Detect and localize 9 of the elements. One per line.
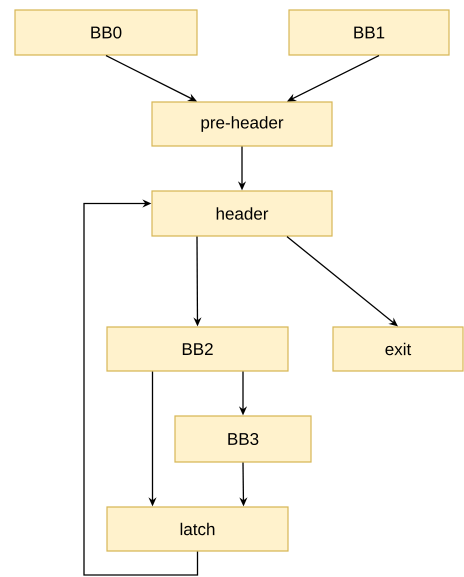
- process-box: latch: [106, 506, 289, 552]
- arrow: [83, 199, 198, 576]
- process-box: BB1: [288, 9, 450, 56]
- process-box: BB2: [106, 326, 289, 372]
- process-box: pre-header: [151, 101, 333, 147]
- process-box: BB0: [14, 9, 198, 56]
- process-box: BB3: [174, 415, 312, 463]
- process-box: exit: [332, 326, 464, 372]
- process-box: header: [151, 190, 333, 237]
